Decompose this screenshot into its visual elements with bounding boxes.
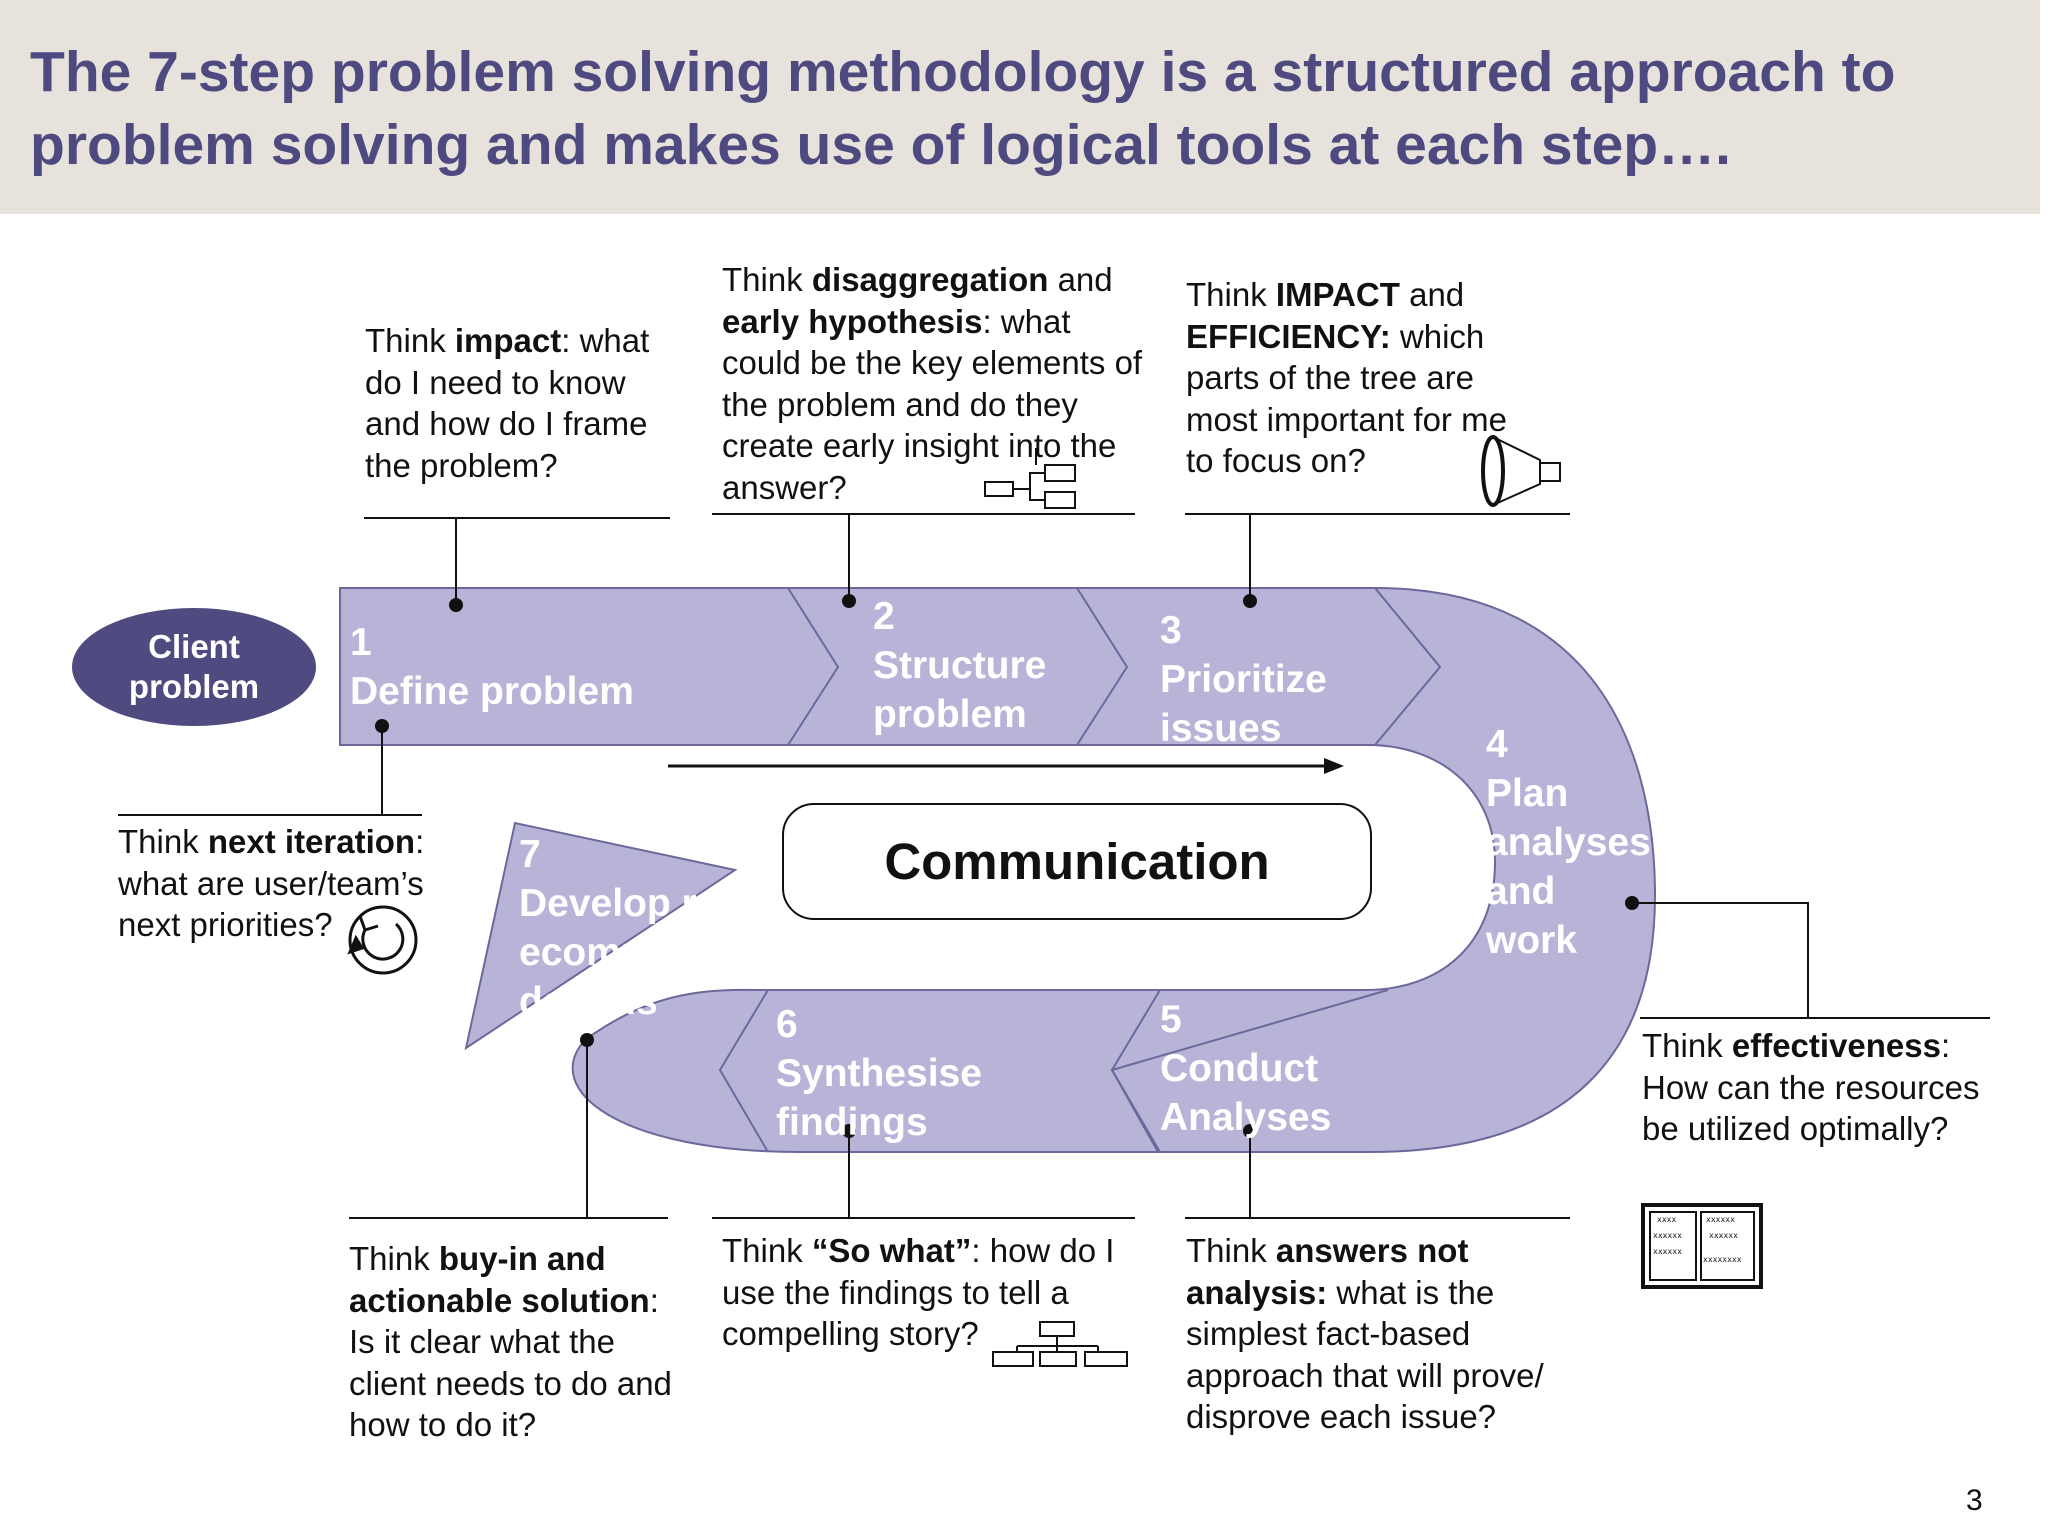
callout-plan-analyses: Think effectiveness: How can the resourc… [1642,1027,1980,1147]
page-number: 3 [1966,1484,1983,1517]
step-4-label: Plan analyses and work [1486,772,1651,962]
callout-synthesise-findings: Think “So what”: how do I use the findin… [722,1232,1115,1352]
svg-text:xxxxxx: xxxxxx [1653,1231,1682,1240]
callout-next-iteration: Think next iteration: what are user/team… [118,823,425,943]
step-3-label: Prioritize issues [1160,658,1327,750]
step-6-number: 6 [776,1003,798,1046]
callout-conduct-analyses: Think answers not analysis: what is the … [1186,1232,1544,1435]
chevron-separator [1110,989,1161,1153]
client-problem-badge: Client problem [72,608,316,726]
svg-text:xxxxxx: xxxxxx [1706,1215,1735,1224]
step-1-label: Define problem [350,670,634,713]
callout-structure-problem: Think disaggregation and early hypothesi… [722,261,1143,506]
step-6-label: Synthesise findings [776,1052,982,1144]
callout-define-problem: Think impact: what do I need to know and… [365,322,650,484]
step-3-number: 3 [1160,609,1182,652]
funnel-icon [1481,435,1561,507]
step-2-number: 2 [873,595,895,638]
tree-icon [984,448,1076,509]
step-2-label: Structure problem [873,644,1047,736]
callout-dots [375,594,1639,1138]
step-7-label: Develop recommendations [519,882,702,1023]
process-band [339,587,1657,1153]
chevron-separator [1374,587,1442,746]
step-7-arrowhead [464,821,738,1051]
chevron-separator [787,587,840,746]
svg-text:xxxxxxxx: xxxxxxxx [1703,1255,1742,1264]
callout-rules [118,513,1990,1219]
chevron-separator [1076,587,1129,746]
direction-arrowhead [1324,758,1344,774]
cycle-icon [347,905,418,975]
hierarchy-icon [992,1321,1128,1367]
step-1-number: 1 [350,621,372,664]
workplan-icon: xxxx xxxxxx xxxxxx xxxxxx xxxxxx xxxxxxx… [1641,1203,1763,1289]
page-title: The 7-step problem solving methodology i… [30,40,1896,177]
communication-box: Communication [782,803,1372,920]
svg-text:xxxx: xxxx [1657,1215,1676,1224]
svg-text:xxxxxx: xxxxxx [1653,1247,1682,1256]
step-5-number: 5 [1160,998,1182,1041]
callout-develop-recommendations: Think buy-in and actionable solution: Is… [349,1240,672,1443]
callout-prioritize-issues: Think IMPACT and EFFICIENCY: which parts… [1186,276,1507,479]
chevron-separator [718,989,769,1153]
step-4-number: 4 [1486,723,1508,766]
step-7-number: 7 [519,833,541,876]
step-5-label: Conduct Analyses [1160,1047,1332,1139]
header-band [0,0,2040,214]
svg-text:xxxxxx: xxxxxx [1709,1231,1738,1240]
